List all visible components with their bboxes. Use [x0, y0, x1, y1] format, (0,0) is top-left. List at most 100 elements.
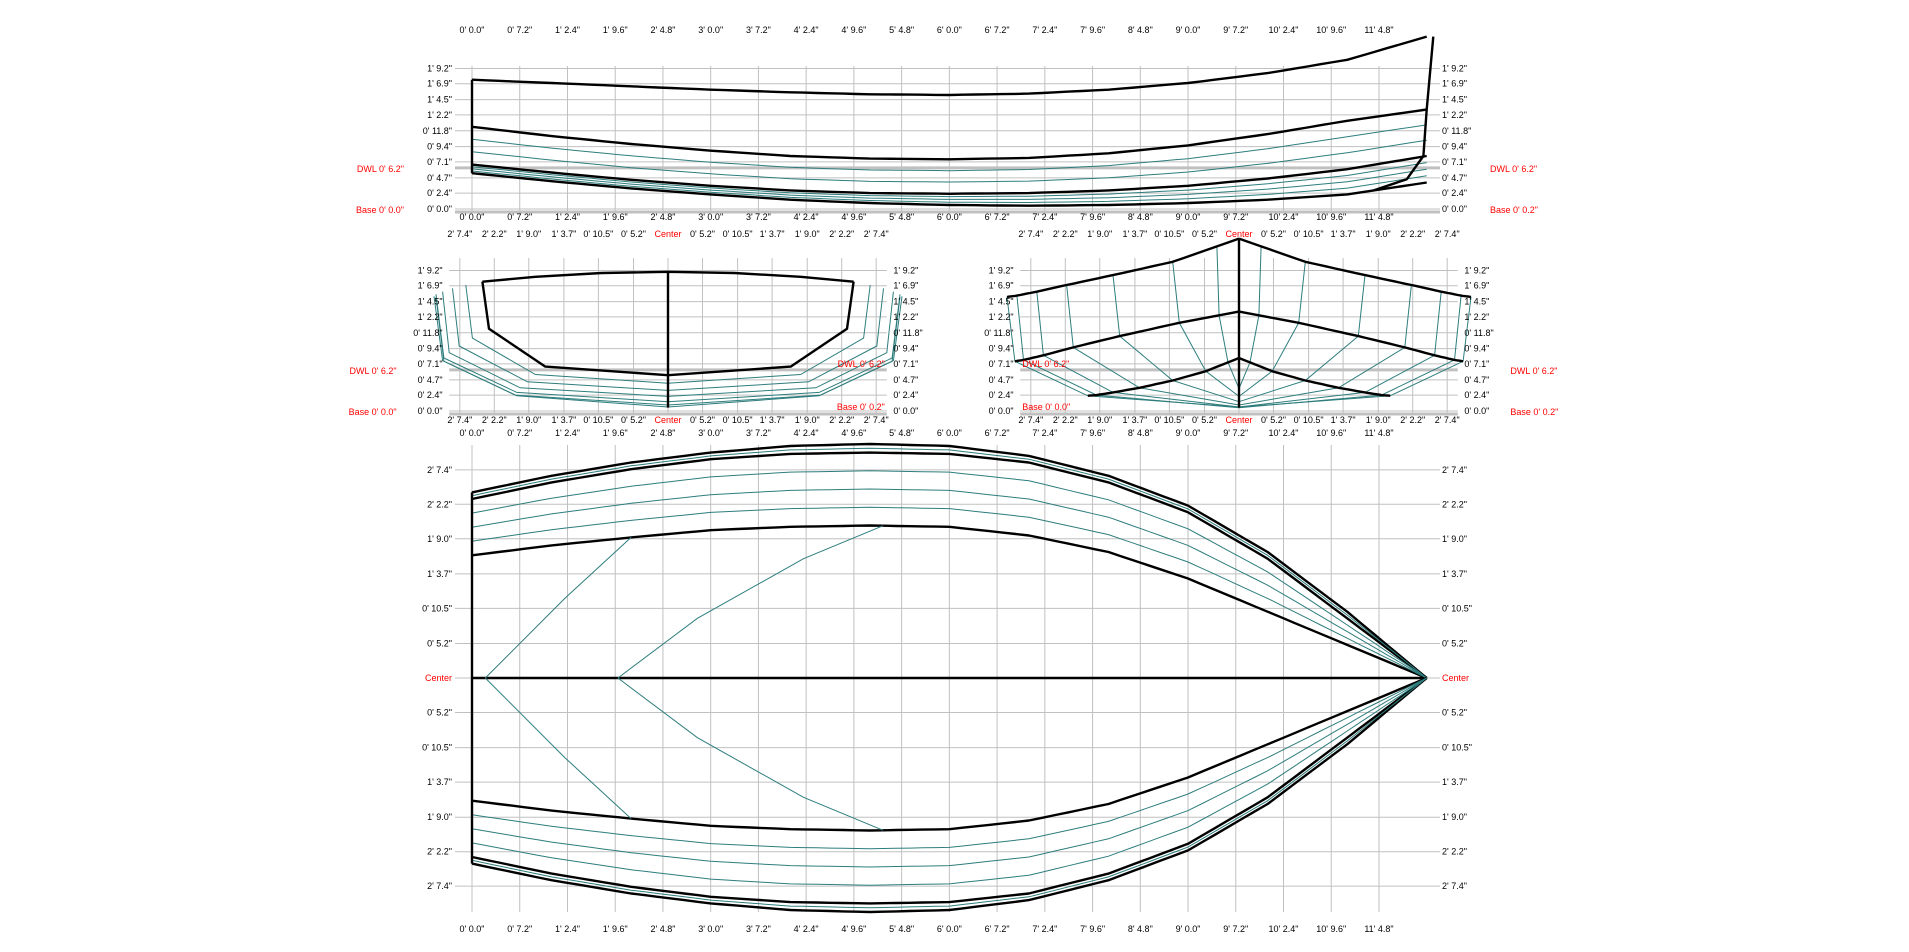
plan-top-station-label: 5' 4.8": [889, 428, 914, 438]
body-fwd-section-line: [1238, 275, 1366, 403]
labels-layer: 0' 0.0" 0' 0.0" 0' 7.2" 0' 7.2" 1' 2.4" 1' 2.…: [349, 25, 1559, 934]
profile-bottom-station-label: 11' 4.8": [1364, 212, 1393, 222]
profile-bottom-station-label: 9' 0.0": [1176, 212, 1201, 222]
body-fwd-top-breadth-label: 0' 5.2": [1192, 229, 1217, 239]
body-aft-right-height-label: 0' 0.0": [893, 406, 918, 416]
profile-right-height-label: 0' 4.7": [1442, 173, 1467, 183]
body-aft-transom-outline: [481, 281, 669, 377]
plan-bottom-station-label: 3' 0.0": [698, 924, 723, 934]
profile-bottom-station-label: 10' 2.4": [1269, 212, 1299, 222]
body-fwd-top-breadth-label: 0' 10.5": [1294, 229, 1324, 239]
plan-bottom-station-label: 6' 0.0": [937, 924, 962, 934]
plan-bottom-station-label: 9' 7.2": [1223, 924, 1248, 934]
profile-right-height-label: 0' 0.0": [1442, 204, 1467, 214]
body-fwd-dwl-label: DWL 0' 6.2": [1510, 366, 1557, 376]
plan-top-station-label: 0' 7.2": [507, 428, 532, 438]
body-fwd-left-height-label: 1' 2.2": [989, 312, 1014, 322]
plan-buttock-line: [484, 677, 632, 819]
plan-bottom-station-label: 1' 2.4": [555, 924, 580, 934]
plan-top-station-label: 7' 2.4": [1032, 428, 1057, 438]
plan-left-breadth-label: 1' 3.7": [427, 777, 452, 787]
body-fwd-right-height-label: 0' 7.1": [1464, 359, 1489, 369]
plan-top-station-label: 4' 9.6": [841, 428, 866, 438]
body-fwd-section-line: [1238, 291, 1442, 408]
profile-top-station-label: 9' 0.0": [1176, 25, 1201, 35]
plan-top-station-label: 7' 9.6": [1080, 428, 1105, 438]
body-aft-top-breadth-label: 2' 7.4": [447, 229, 472, 239]
profile-bottom-station-label: 0' 0.0": [460, 212, 485, 222]
profile-top-station-label: 6' 7.2": [985, 25, 1010, 35]
body-aft-base-label: Base 0' 0.0": [349, 407, 397, 417]
body-aft-section-line: [481, 281, 669, 376]
body-fwd-bottom-breadth-label: Center: [1225, 415, 1252, 425]
body-fwd-bottom-breadth-label: 0' 10.5": [1154, 415, 1184, 425]
body-aft-left-height-label: 0' 9.4": [418, 344, 443, 354]
body-aft-section-line: [452, 288, 669, 391]
profile-bottom-station-label: 6' 0.0": [937, 212, 962, 222]
body-aft-left-height-label: 0' 2.4": [418, 390, 443, 400]
plan-top-station-label: 10' 9.6": [1316, 428, 1346, 438]
profile-bottom-station-label: 2' 4.8": [650, 212, 675, 222]
body-fwd-top-breadth-label: 1' 3.7": [1122, 229, 1147, 239]
body-aft-bottom-breadth-label: 0' 10.5": [583, 415, 613, 425]
body-aft-base-label: Base 0' 0.2": [837, 402, 885, 412]
body-fwd-left-height-label: 1' 6.9": [989, 281, 1014, 291]
plan-bottom-station-label: 1' 9.6": [603, 924, 628, 934]
profile-dwl-label: DWL 0' 6.2": [1490, 164, 1537, 174]
plan-bottom-station-label: 4' 2.4": [794, 924, 819, 934]
body-fwd-bottom-breadth-label: 2' 2.2": [1400, 415, 1425, 425]
plan-side-fair-line: [471, 677, 1427, 886]
profile-side-fair-line: [471, 124, 1427, 172]
body-fwd-top-breadth-label: 2' 7.4": [1435, 229, 1460, 239]
plan-topside-fair-line: [471, 677, 1428, 909]
plan-bottom-station-label: 10' 9.6": [1316, 924, 1346, 934]
plan-left-breadth-label: 0' 5.2": [427, 639, 452, 649]
profile-top-station-label: 9' 7.2": [1223, 25, 1248, 35]
plan-bottom-station-label: 7' 2.4": [1032, 924, 1057, 934]
body-fwd-right-height-label: 0' 0.0": [1464, 406, 1489, 416]
plan-top-station-label: 0' 0.0": [460, 428, 485, 438]
body-aft-section-line: [667, 291, 894, 397]
plan-top-station-label: 1' 2.4": [555, 428, 580, 438]
plan-right-breadth-label: 0' 5.2": [1442, 639, 1467, 649]
body-fwd-projected-sheer: [1238, 237, 1472, 299]
body-aft-bottom-breadth-label: 1' 3.7": [551, 415, 576, 425]
profile-bottom-station-label: 5' 4.8": [889, 212, 914, 222]
profile-sheer-line: [471, 35, 1428, 97]
profile-top-station-label: 7' 2.4": [1032, 25, 1057, 35]
plan-left-breadth-label: 2' 2.2": [427, 847, 452, 857]
body-aft-bottom-breadth-label: 2' 2.2": [482, 415, 507, 425]
plan-bottom-station-label: 6' 7.2": [985, 924, 1010, 934]
plan-top-station-label: 1' 9.6": [603, 428, 628, 438]
plan-top-station-label: 10' 2.4": [1269, 428, 1299, 438]
body-aft-top-breadth-label: 2' 2.2": [829, 229, 854, 239]
body-fwd-bottom-breadth-label: 0' 10.5": [1294, 415, 1324, 425]
plan-top-station-label: 8' 4.8": [1128, 428, 1153, 438]
body-fwd-right-height-label: 0' 2.4": [1464, 390, 1489, 400]
profile-side-fair-line: [471, 139, 1427, 183]
plan-right-breadth-label: 2' 2.2": [1442, 499, 1467, 509]
body-fwd-section-line: [1238, 246, 1262, 389]
body-aft-section-line: [667, 281, 855, 376]
profile-right-height-label: 0' 7.1": [1442, 157, 1467, 167]
plan-bottom-station-label: 3' 7.2": [746, 924, 771, 934]
profile-top-station-label: 8' 4.8": [1128, 25, 1153, 35]
body-fwd-top-breadth-label: 2' 2.2": [1400, 229, 1425, 239]
body-aft-bottom-breadth-label: 1' 9.0": [795, 415, 820, 425]
plan-right-breadth-label: 0' 10.5": [1442, 603, 1472, 613]
body-aft-left-height-label: 1' 6.9": [418, 281, 443, 291]
plan-top-station-label: 3' 0.0": [698, 428, 723, 438]
profile-top-station-label: 11' 4.8": [1364, 25, 1393, 35]
plan-topside-fair-line: [471, 447, 1428, 679]
profile-bottom-station-label: 7' 2.4": [1032, 212, 1057, 222]
plan-bottom-station-label: 0' 0.0": [460, 924, 485, 934]
body-fwd-left-height-label: 0' 2.4": [989, 390, 1014, 400]
plan-right-breadth-label: 1' 3.7": [1442, 569, 1467, 579]
plan-bottom-station-label: 0' 7.2": [507, 924, 532, 934]
body-aft-left-height-label: 1' 9.2": [418, 265, 443, 275]
profile-right-height-label: 1' 6.9": [1442, 79, 1467, 89]
plan-buttock-line: [617, 525, 884, 679]
body-fwd-right-height-label: 0' 4.7": [1464, 375, 1489, 385]
profile-bottom-station-label: 6' 7.2": [985, 212, 1010, 222]
body-aft-top-breadth-label: 0' 5.2": [690, 229, 715, 239]
